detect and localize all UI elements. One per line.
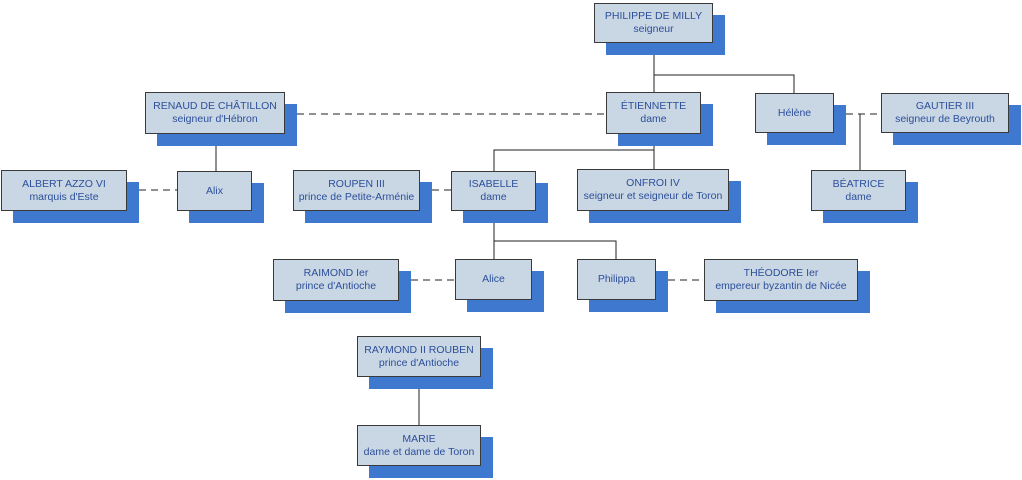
node-renaud-de-chatillon: RENAUD DE CHÂTILLON seigneur d'Hébron bbox=[145, 92, 285, 134]
link-philippe-children bbox=[653, 43, 795, 93]
node-gautier-iii: GAUTIER III seigneur de Beyrouth bbox=[881, 93, 1009, 133]
person-name: RAIMOND Ier bbox=[303, 267, 369, 279]
node-alix: Alix bbox=[177, 171, 252, 211]
person-title: seigneur de Beyrouth bbox=[895, 113, 995, 125]
node-etiennette: ÉTIENNETTE dame bbox=[606, 92, 701, 134]
person-name: MARIE bbox=[402, 432, 436, 445]
link-etiennette-children bbox=[493, 134, 655, 171]
person-name: RENAUD DE CHÂTILLON bbox=[153, 100, 277, 112]
person-name: ROUPEN III bbox=[328, 177, 385, 190]
person-name: ALBERT AZZO VI bbox=[22, 177, 106, 190]
node-roupen-iii: ROUPEN III prince de Petite-Arménie bbox=[293, 170, 420, 211]
node-albert-azzo-vi: ALBERT AZZO VI marquis d'Este bbox=[1, 170, 127, 211]
person-title: prince d'Antioche bbox=[378, 356, 460, 369]
person-title: dame bbox=[845, 190, 872, 203]
node-philippa: Philippa bbox=[577, 259, 656, 300]
link-isabelle-children bbox=[493, 211, 617, 259]
person-name: GAUTIER III bbox=[915, 100, 975, 112]
node-isabelle: ISABELLE dame bbox=[451, 171, 536, 211]
person-name: Alix bbox=[206, 184, 223, 197]
node-philippe-de-milly: PHILIPPE DE MILLY seigneur bbox=[594, 3, 713, 43]
node-onfroi-iv: ONFROI IV seigneur et seigneur de Toron bbox=[577, 169, 729, 211]
person-name: Alice bbox=[482, 273, 505, 285]
person-name: PHILIPPE DE MILLY bbox=[604, 10, 703, 22]
person-title: dame et dame de Toron bbox=[363, 445, 475, 458]
person-name: RAYMOND II ROUBEN bbox=[364, 343, 474, 356]
node-raimond-ier: RAIMOND Ier prince d'Antioche bbox=[273, 259, 399, 301]
person-title: marquis d'Este bbox=[29, 190, 99, 203]
person-name: ÉTIENNETTE bbox=[620, 100, 687, 112]
person-title: prince d'Antioche bbox=[295, 280, 377, 292]
node-raymond-ii-rouben: RAYMOND II ROUBEN prince d'Antioche bbox=[357, 336, 481, 377]
node-beatrice: BÉATRICE dame bbox=[811, 170, 906, 211]
node-helene: Hélène bbox=[755, 93, 834, 133]
person-name: ONFROI IV bbox=[626, 177, 680, 189]
node-theodore-ier: THÉODORE Ier empereur byzantin de Nicée bbox=[704, 259, 858, 301]
person-name: ISABELLE bbox=[468, 178, 519, 190]
person-name: Philippa bbox=[597, 273, 636, 285]
person-title: seigneur d'Hébron bbox=[172, 113, 258, 125]
person-title: seigneur bbox=[633, 23, 674, 35]
person-title: dame bbox=[480, 191, 507, 203]
node-marie: MARIE dame et dame de Toron bbox=[357, 425, 481, 466]
node-alice: Alice bbox=[455, 259, 532, 300]
person-name: BÉATRICE bbox=[832, 177, 885, 190]
person-name: Hélène bbox=[777, 106, 812, 119]
person-title: prince de Petite-Arménie bbox=[298, 190, 415, 203]
person-title: seigneur et seigneur de Toron bbox=[583, 190, 723, 202]
person-title: empereur byzantin de Nicée bbox=[715, 280, 847, 292]
person-name: THÉODORE Ier bbox=[743, 267, 819, 279]
person-title: dame bbox=[640, 113, 667, 125]
